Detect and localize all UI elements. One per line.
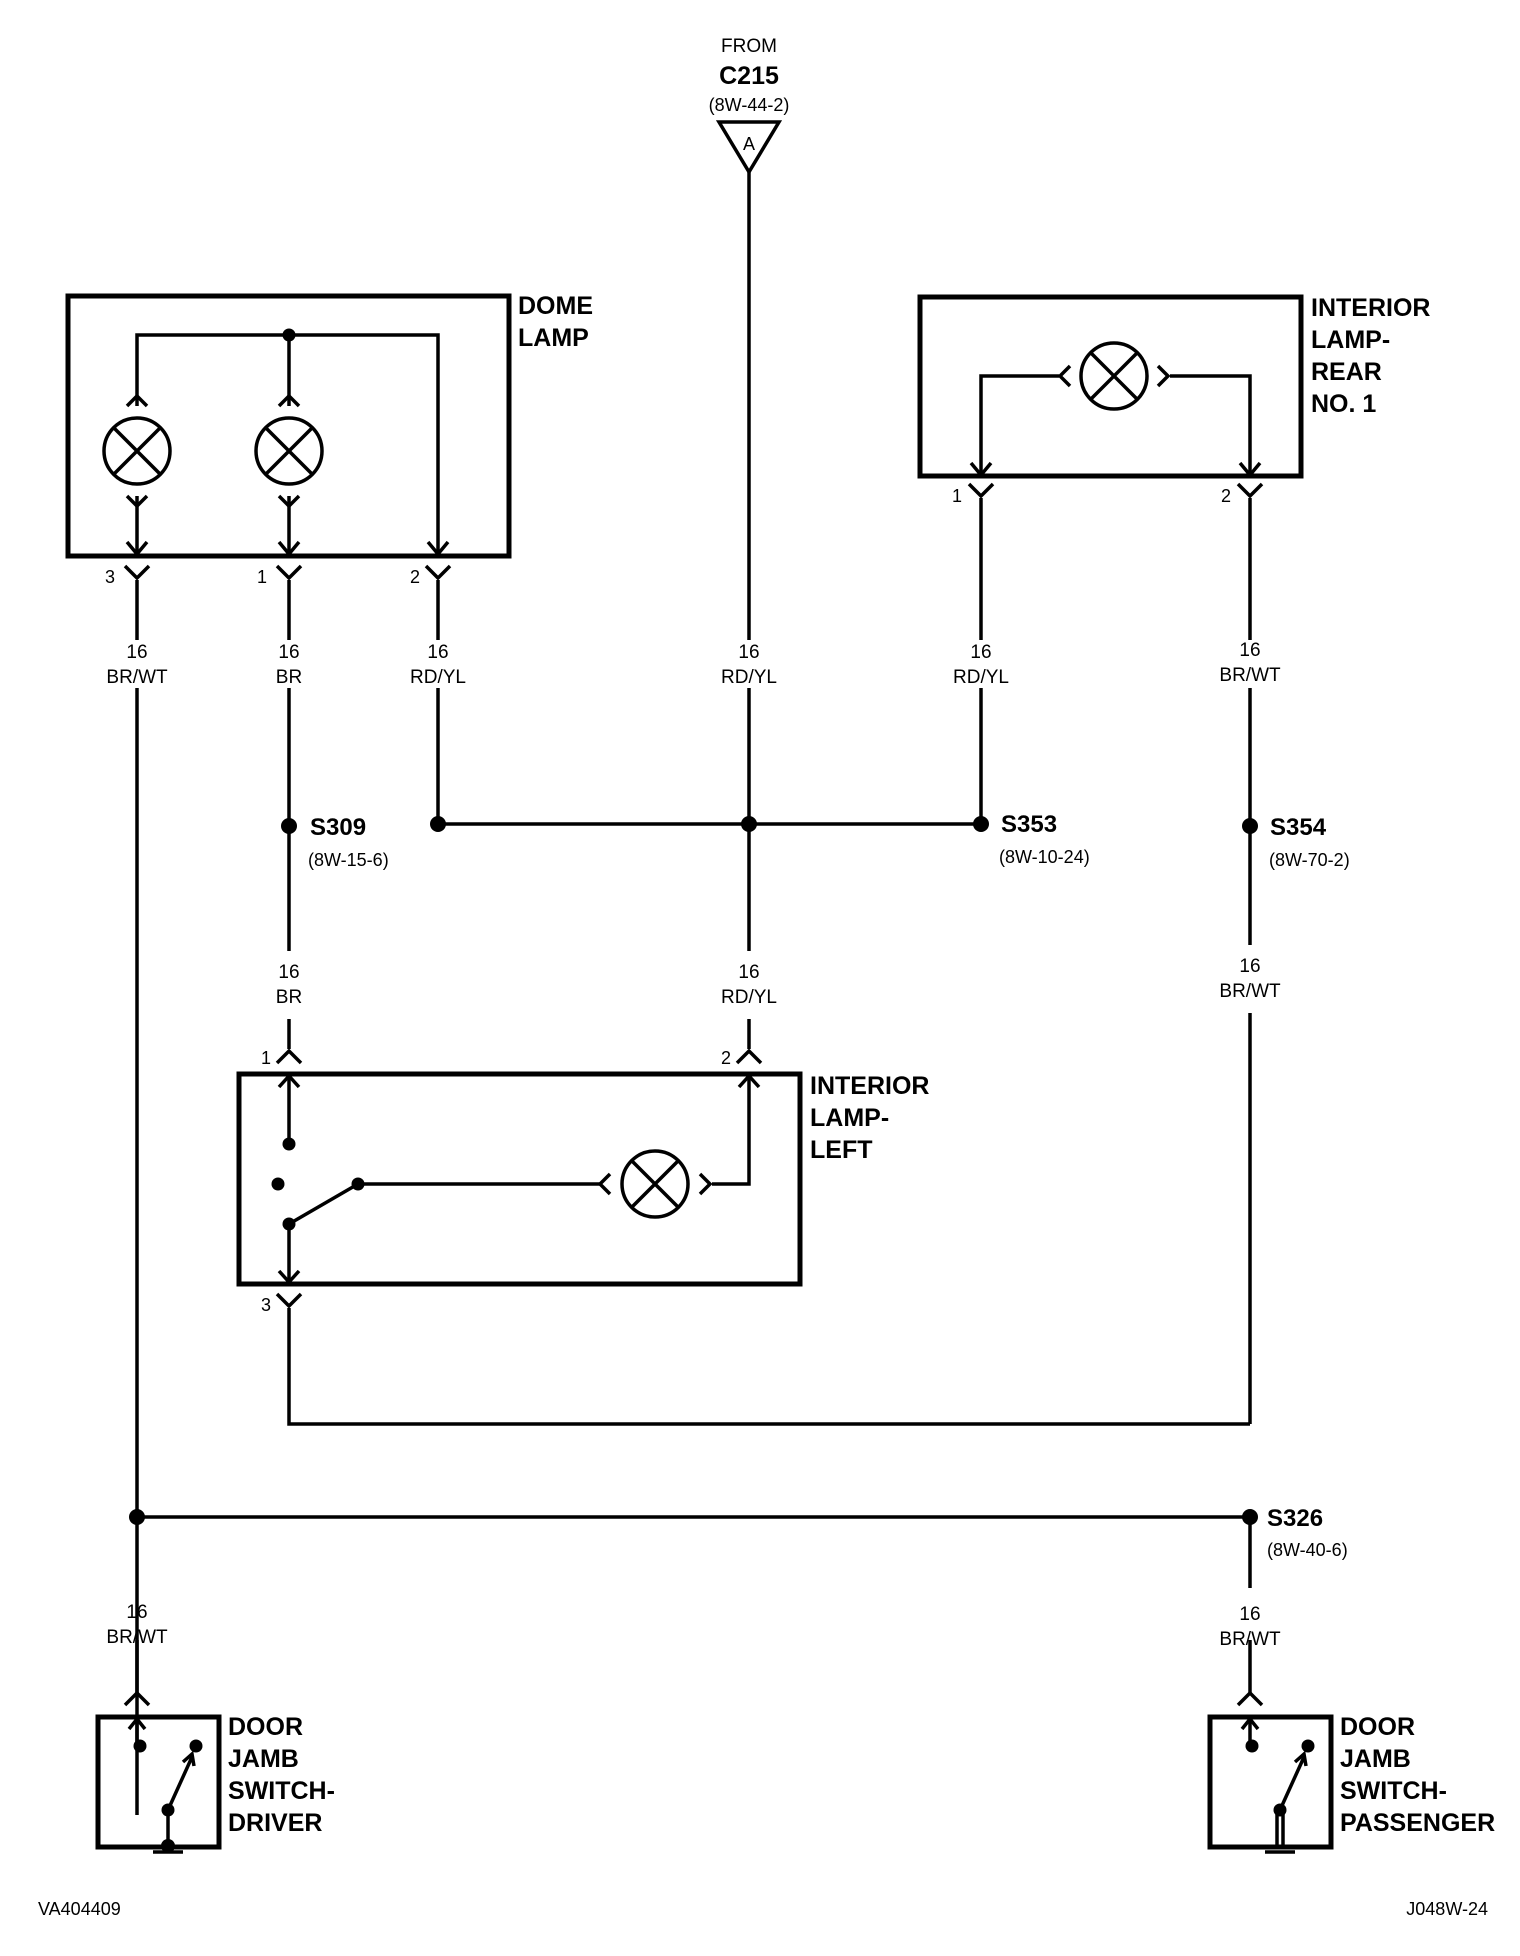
left-pin-2: 2	[721, 1048, 731, 1068]
s309-ref: (8W-15-6)	[308, 850, 389, 870]
svg-text:16: 16	[738, 962, 759, 983]
svg-text:RD/YL: RD/YL	[410, 667, 466, 688]
driver-label-3: SWITCH-	[228, 1777, 335, 1805]
driver-label-1: DOOR	[228, 1713, 303, 1741]
svg-text:RD/YL: RD/YL	[721, 987, 777, 1008]
door-jamb-switch-passenger: DOOR JAMB SWITCH- PASSENGER	[1207, 1690, 1495, 1854]
dome-lamp-label-2: LAMP	[518, 324, 589, 352]
rear-bulb-icon	[1057, 341, 1171, 411]
svg-text:BR/WT: BR/WT	[1219, 1629, 1281, 1650]
svg-text:BR: BR	[276, 987, 302, 1008]
c215-pin-triangle	[715, 120, 783, 176]
svg-text:RD/YL: RD/YL	[953, 667, 1009, 688]
svg-text:RD/YL: RD/YL	[721, 667, 777, 688]
svg-text:BR/WT: BR/WT	[1219, 981, 1281, 1002]
passenger-label-1: DOOR	[1340, 1713, 1415, 1741]
svg-text:16: 16	[427, 642, 448, 663]
c215-pin: A	[743, 134, 755, 154]
s354-splice-dot	[1242, 818, 1258, 834]
svg-text:16: 16	[126, 642, 147, 663]
dome-pin-3: 3	[105, 567, 115, 587]
s326-label: S326	[1267, 1505, 1323, 1532]
rear-pin-1: 1	[952, 486, 962, 506]
svg-text:16: 16	[278, 962, 299, 983]
from-label: FROM	[721, 36, 777, 57]
s353-label: S353	[1001, 811, 1057, 838]
s326-ref: (8W-40-6)	[1267, 1540, 1348, 1560]
svg-text:BR/WT: BR/WT	[1219, 665, 1281, 686]
interior-lamp-left-box	[236, 1071, 803, 1287]
svg-text:BR: BR	[276, 667, 302, 688]
svg-text:16: 16	[278, 642, 299, 663]
left-label-3: LEFT	[810, 1136, 873, 1164]
svg-text:16: 16	[1239, 956, 1260, 977]
left-label-2: LAMP-	[810, 1104, 889, 1132]
passenger-label-2: JAMB	[1340, 1745, 1411, 1773]
dome-bulb-center-icon	[254, 393, 324, 509]
interior-lamp-rear-box	[917, 294, 1304, 479]
s354-label: S354	[1270, 814, 1327, 841]
passenger-label-3: SWITCH-	[1340, 1777, 1447, 1805]
s309-splice-dot	[281, 818, 297, 834]
source-c215: FROM C215 (8W-44-2) A	[709, 36, 790, 176]
svg-text:16: 16	[1239, 640, 1260, 661]
svg-text:16: 16	[738, 642, 759, 663]
interior-lamp-rear: INTERIOR LAMP- REAR NO. 1 1 2	[917, 294, 1430, 506]
dome-pin-1: 1	[257, 567, 267, 587]
c215-ref: (8W-44-2)	[709, 95, 790, 115]
rear-label-4: NO. 1	[1311, 390, 1376, 418]
s309-label: S309	[310, 814, 366, 841]
s353-ref: (8W-10-24)	[999, 847, 1090, 867]
driver-label-2: JAMB	[228, 1745, 299, 1773]
rear-pin-2: 2	[1221, 486, 1231, 506]
dome-bulb-left-icon	[102, 393, 172, 509]
svg-text:BR/WT: BR/WT	[106, 1627, 168, 1648]
footer-left-code: VA404409	[38, 1899, 121, 1919]
rear-label-1: INTERIOR	[1311, 294, 1430, 322]
c215-label: C215	[719, 62, 779, 90]
passenger-switch-box	[1207, 1714, 1334, 1850]
driver-label-4: DRIVER	[228, 1809, 322, 1837]
left-bulb-icon	[597, 1149, 713, 1219]
svg-text:16: 16	[126, 1602, 147, 1623]
svg-text:16: 16	[970, 642, 991, 663]
left-label-1: INTERIOR	[810, 1072, 929, 1100]
footer-right-code: J048W-24	[1406, 1899, 1488, 1919]
dome-pin-2: 2	[410, 567, 420, 587]
left-pin-3: 3	[261, 1295, 271, 1315]
svg-text:BR/WT: BR/WT	[106, 667, 168, 688]
passenger-label-4: PASSENGER	[1340, 1809, 1495, 1837]
interior-lamp-left: INTERIOR LAMP- LEFT 1 2 3	[236, 1048, 929, 1315]
dome-lamp-label-1: DOME	[518, 292, 593, 320]
driver-switch-box	[95, 1714, 222, 1850]
s354-ref: (8W-70-2)	[1269, 850, 1350, 870]
left-pin-1: 1	[261, 1048, 271, 1068]
rear-label-3: REAR	[1311, 358, 1382, 386]
dome-lamp: DOME LAMP 3 1	[65, 292, 593, 587]
svg-text:16: 16	[1239, 1604, 1260, 1625]
rear-label-2: LAMP-	[1311, 326, 1390, 354]
door-jamb-switch-driver: DOOR JAMB SWITCH- DRIVER	[95, 1690, 335, 1854]
